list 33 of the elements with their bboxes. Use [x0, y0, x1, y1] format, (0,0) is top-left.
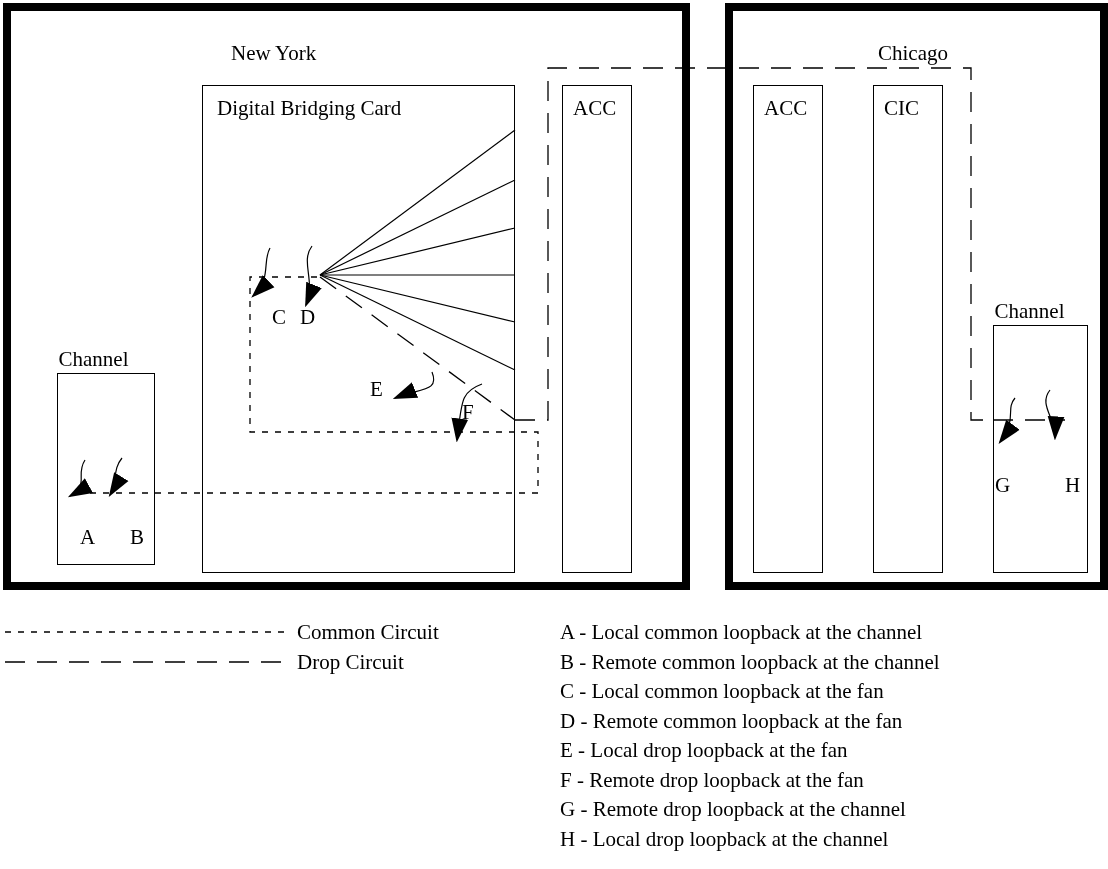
key-text: C - Local common loopback at the fan	[560, 679, 884, 703]
loopback-letter: G	[995, 473, 1011, 497]
loopback-letter: A	[80, 525, 96, 549]
key-text: E - Local drop loopback at the fan	[560, 738, 848, 762]
card-title: CIC	[884, 96, 919, 120]
key-text: G - Remote drop loopback at the channel	[560, 797, 906, 821]
loopback-letter: B	[130, 525, 144, 549]
key-text: D - Remote common loopback at the fan	[560, 708, 903, 733]
channel-heading: Channel	[58, 346, 129, 371]
channel-heading: Channel	[994, 298, 1065, 323]
key-text: A - Local common loopback at the channel	[560, 620, 923, 644]
card-box	[753, 85, 823, 573]
legend-text: Drop Circuit	[297, 650, 404, 674]
key-text: B - Remote common loopback at the channel	[560, 649, 940, 674]
card-box	[562, 85, 632, 573]
loopback-letter: C	[272, 305, 286, 329]
site-frame	[3, 3, 690, 590]
site-title: New York	[231, 41, 317, 65]
card-title: ACC	[764, 96, 808, 120]
card-box	[202, 85, 515, 573]
loopback-letter: H	[1065, 473, 1081, 497]
site-frame	[725, 3, 1108, 590]
key-text: F - Remote drop loopback at the fan	[560, 767, 864, 792]
loopback-letter: D	[300, 305, 316, 329]
card-box	[873, 85, 943, 573]
site-title: Chicago	[878, 41, 948, 65]
card-title: ACC	[573, 96, 617, 120]
loopback-letter: F	[462, 400, 474, 424]
key-text: H - Local drop loopback at the channel	[560, 826, 889, 851]
card-title: Digital Bridging Card	[217, 96, 402, 120]
loopback-letter: E	[370, 377, 383, 401]
circuit-line	[154, 431, 539, 494]
legend-text: Common Circuit	[297, 620, 439, 644]
